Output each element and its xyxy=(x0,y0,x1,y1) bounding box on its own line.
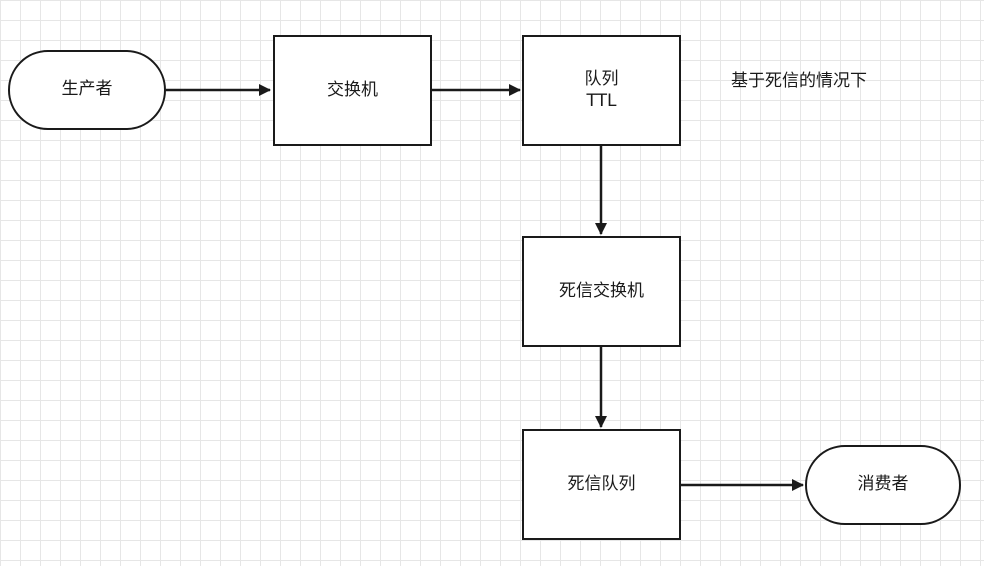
node-producer-label: 生产者 xyxy=(61,79,113,100)
node-dead-letter-exchange[interactable]: 死信交换机 xyxy=(522,236,681,347)
node-dead-letter-exchange-label: 死信交换机 xyxy=(559,280,644,301)
annotation-note: 基于死信的情况下 xyxy=(731,71,867,91)
node-consumer[interactable]: 消费者 xyxy=(805,445,961,525)
node-dead-letter-queue-label: 死信队列 xyxy=(567,473,636,494)
node-consumer-label: 消费者 xyxy=(857,474,909,495)
node-queue-ttl[interactable]: 队列 TTL xyxy=(522,35,681,146)
node-queue-ttl-sublabel: TTL xyxy=(586,90,617,111)
node-producer[interactable]: 生产者 xyxy=(8,50,166,130)
node-exchange[interactable]: 交换机 xyxy=(273,35,432,146)
node-queue-ttl-label: 队列 xyxy=(584,69,619,90)
node-dead-letter-queue[interactable]: 死信队列 xyxy=(522,429,681,540)
node-exchange-label: 交换机 xyxy=(327,79,378,100)
